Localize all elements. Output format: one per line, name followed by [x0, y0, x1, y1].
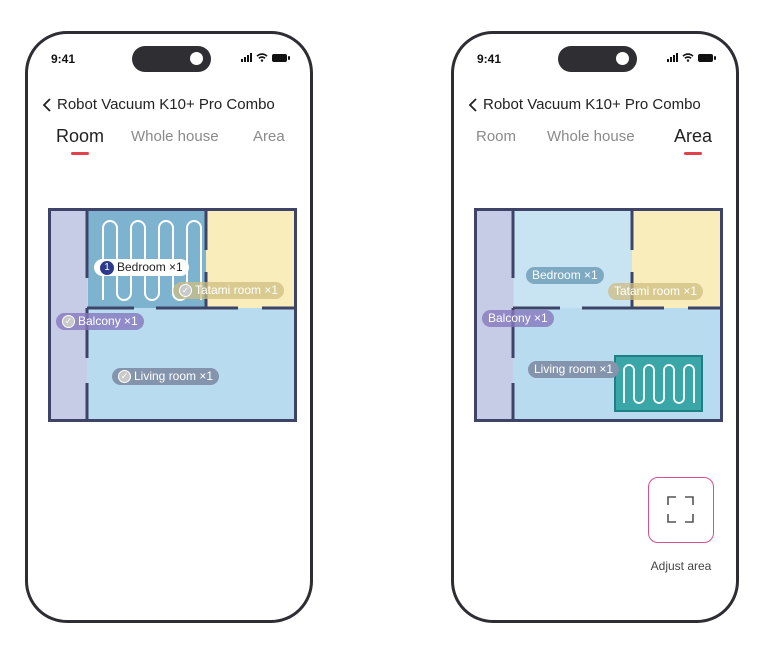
floor-map[interactable]: 1 Bedroom ×1 ✓ Tatami room ×1 ✓ Balcony … [48, 208, 297, 422]
room-label-living[interactable]: Living room ×1 [528, 361, 620, 378]
tab-whole-house[interactable]: Whole house [547, 128, 635, 145]
signal-icon [667, 53, 678, 62]
room-name: Bedroom ×1 [117, 260, 183, 274]
dynamic-island [558, 46, 637, 72]
header: Robot Vacuum K10+ Pro Combo [468, 96, 701, 113]
tab-room[interactable]: Room [476, 128, 517, 145]
check-icon: ✓ [118, 370, 131, 383]
status-icons [667, 53, 716, 62]
room-name: Living room ×1 [534, 362, 614, 376]
floor-map[interactable]: Bedroom ×1 Tatami room ×1 Balcony ×1 Liv… [474, 208, 723, 422]
mode-tabs: Room Whole house Area [454, 126, 736, 158]
phone-screen-area: 9:41 Robot Vacuum K10+ Pro Combo Room Wh… [451, 31, 739, 623]
room-name: Bedroom ×1 [532, 268, 598, 282]
signal-icon [241, 53, 252, 62]
wifi-icon [256, 53, 268, 62]
status-time: 9:41 [51, 52, 76, 66]
mode-tabs: Room Whole house Area [28, 126, 310, 158]
room-label-balcony[interactable]: ✓ Balcony ×1 [56, 313, 144, 330]
room-name: Living room ×1 [134, 369, 214, 383]
chevron-left-icon[interactable] [42, 97, 52, 112]
tab-whole-house[interactable]: Whole house [131, 128, 219, 145]
frame-corners-icon [667, 496, 694, 523]
dynamic-island [132, 46, 211, 72]
page-title: Robot Vacuum K10+ Pro Combo [57, 96, 275, 113]
tab-room[interactable]: Room [56, 126, 105, 155]
room-label-living[interactable]: ✓ Living room ×1 [112, 368, 220, 385]
room-name: Balcony ×1 [488, 311, 548, 325]
wifi-icon [682, 53, 694, 62]
floor-plan [48, 208, 297, 422]
check-icon: ✓ [179, 284, 192, 297]
header: Robot Vacuum K10+ Pro Combo [42, 96, 275, 113]
tab-area[interactable]: Area [674, 126, 713, 155]
status-time: 9:41 [477, 52, 502, 66]
page-title: Robot Vacuum K10+ Pro Combo [483, 96, 701, 113]
room-name: Tatami room ×1 [195, 283, 279, 297]
room-name: Tatami room ×1 [614, 284, 698, 298]
room-label-bedroom[interactable]: Bedroom ×1 [526, 267, 604, 284]
room-name: Balcony ×1 [78, 314, 138, 328]
status-icons [241, 53, 290, 62]
phone-screen-room: 9:41 Robot Vacuum K10+ Pro Combo Room Wh… [25, 31, 313, 623]
room-label-balcony[interactable]: Balcony ×1 [482, 310, 554, 327]
tab-area[interactable]: Area [253, 128, 285, 145]
battery-icon [272, 53, 290, 62]
battery-icon [698, 53, 716, 62]
chevron-left-icon[interactable] [468, 97, 478, 112]
room-label-tatami[interactable]: Tatami room ×1 [608, 283, 704, 300]
adjust-area-button[interactable] [648, 477, 714, 543]
check-icon: ✓ [62, 315, 75, 328]
adjust-area-label: Adjust area [650, 559, 712, 573]
room-label-bedroom[interactable]: 1 Bedroom ×1 [94, 259, 189, 276]
order-badge: 1 [100, 260, 114, 275]
room-label-tatami[interactable]: ✓ Tatami room ×1 [173, 282, 285, 299]
